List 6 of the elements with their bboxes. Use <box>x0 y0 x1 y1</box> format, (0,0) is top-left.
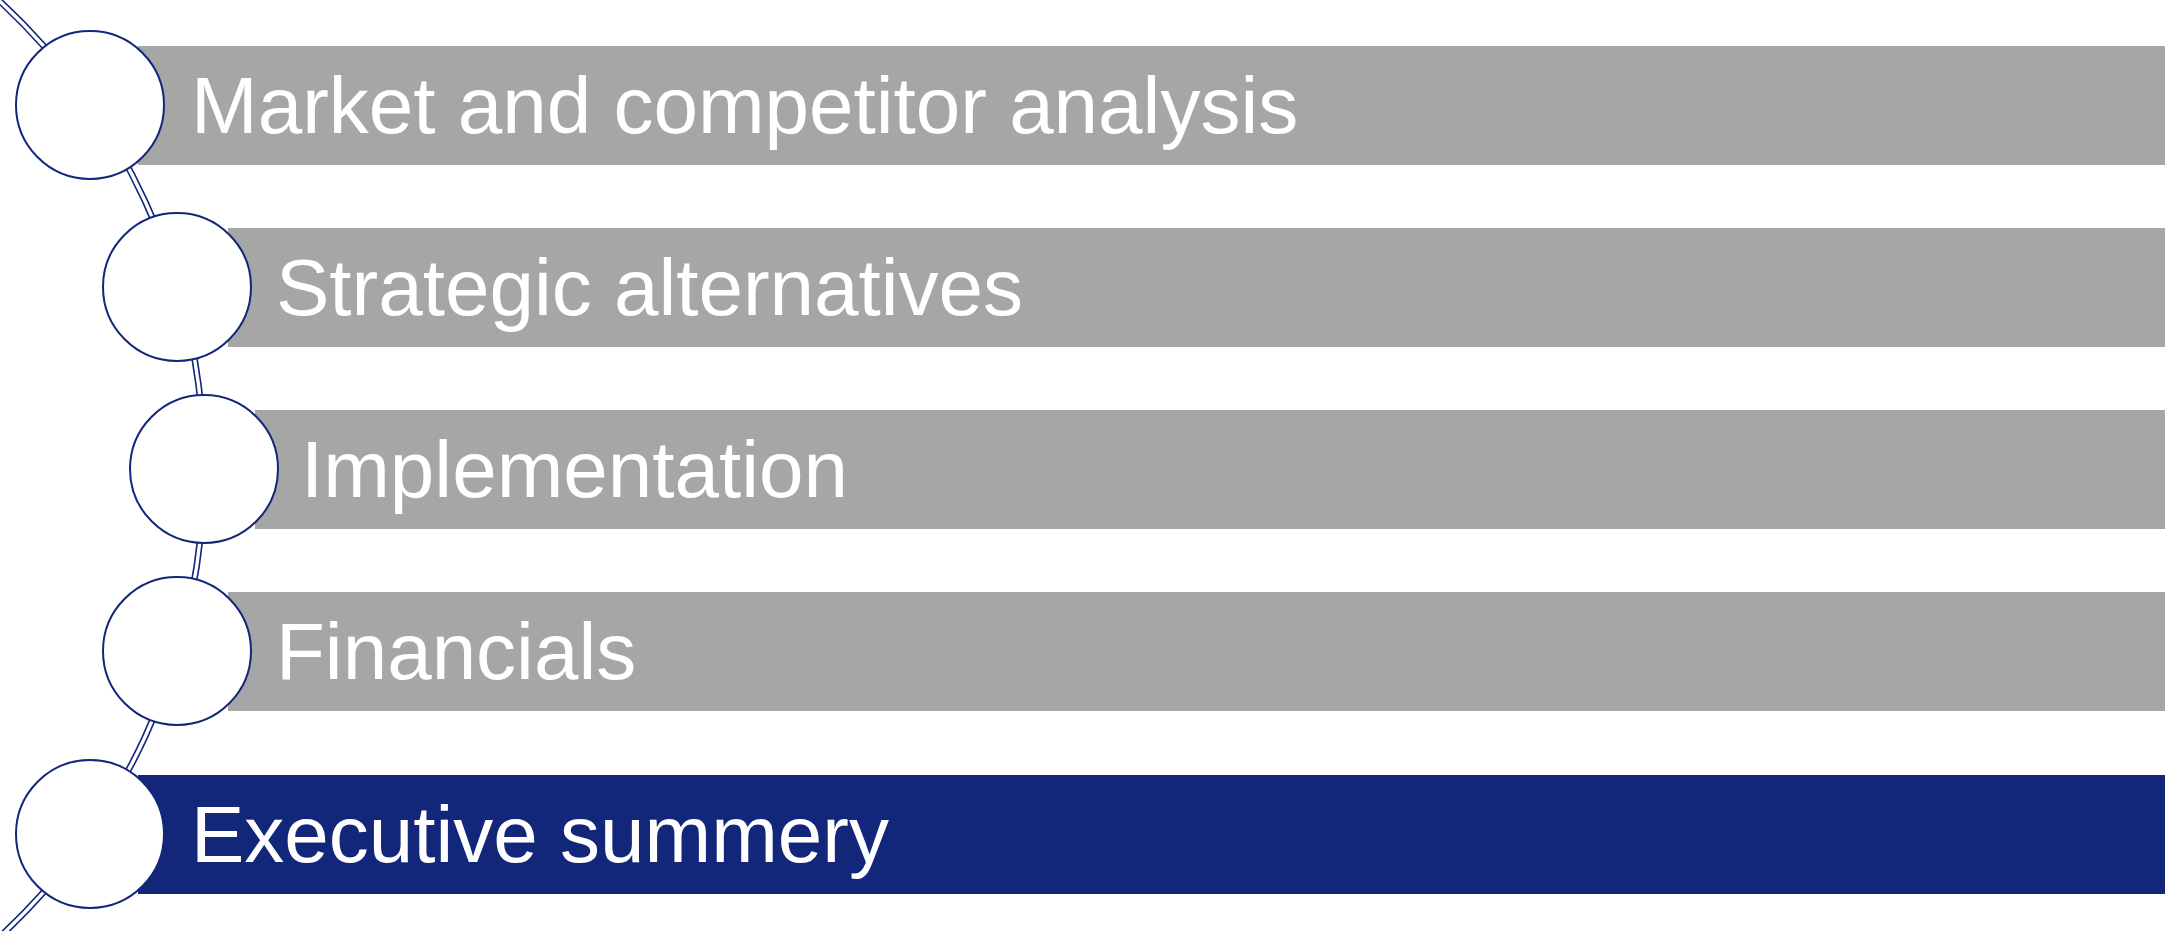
step-bar <box>138 46 2165 165</box>
step-bar <box>228 228 2165 347</box>
step-label: Financials <box>276 611 637 692</box>
step-bar <box>138 775 2165 894</box>
step-bar <box>255 410 2165 529</box>
step-bar <box>228 592 2165 711</box>
